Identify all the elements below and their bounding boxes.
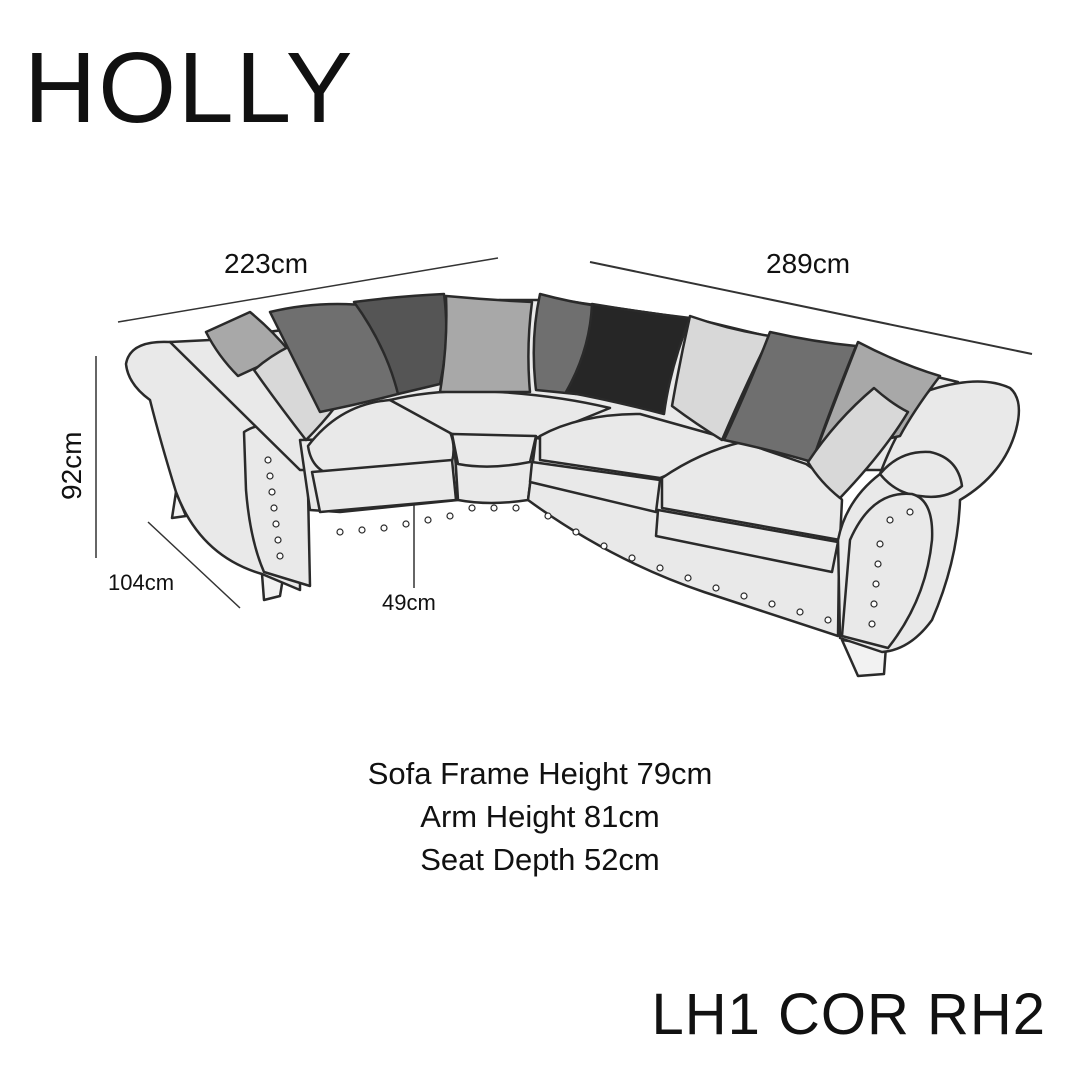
stud [446, 512, 454, 520]
stud [824, 616, 832, 624]
cushion-back-5-dark [564, 302, 692, 416]
configuration-code: LH1 COR RH2 [651, 982, 1046, 1047]
stud [276, 552, 284, 560]
stud [768, 600, 776, 608]
stud [274, 536, 282, 544]
stud [876, 540, 884, 548]
cushion-back-6 [670, 314, 772, 442]
stud [544, 512, 552, 520]
stud [712, 584, 720, 592]
stud [268, 488, 276, 496]
right-arm-front [840, 492, 934, 650]
product-title: HOLLY [24, 32, 355, 144]
right-width-label: 289cm [766, 248, 851, 279]
right-width-dimension-line [589, 261, 1033, 355]
stud [270, 504, 278, 512]
stud [266, 472, 274, 480]
stud [572, 528, 580, 536]
cushion-right-front [806, 386, 910, 500]
stud [886, 516, 894, 524]
stud [402, 520, 410, 528]
cushion-back-3 [438, 294, 534, 394]
stud [868, 620, 876, 628]
stud [380, 524, 388, 532]
stud [684, 574, 692, 582]
stud [740, 592, 748, 600]
left-width-label: 223cm [224, 248, 309, 279]
stud [512, 504, 520, 512]
spec-seat-depth: Seat Depth 52cm [420, 842, 660, 877]
stud [628, 554, 636, 562]
seat-cushion-left-front [310, 458, 458, 514]
seat-cushion-right-front [654, 508, 840, 574]
specifications: Sofa Frame Height 79cm Arm Height 81cm S… [0, 752, 1080, 881]
seat-height-label: 49cm [382, 590, 436, 615]
left-width-dimension-line [117, 257, 499, 323]
depth-dimension-line [147, 521, 241, 609]
seat-cushion-corner-front [450, 432, 538, 468]
stud [872, 580, 880, 588]
stud [906, 508, 914, 516]
stud [796, 608, 804, 616]
seat-cushion-middle-front [528, 460, 662, 514]
stud [264, 456, 272, 464]
stud [656, 564, 664, 572]
stud [358, 526, 366, 534]
depth-label: 104cm [108, 570, 175, 595]
spec-arm-height: Arm Height 81cm [420, 799, 660, 834]
stud [600, 542, 608, 550]
stud [490, 504, 498, 512]
stud [870, 600, 878, 608]
stud [336, 528, 344, 536]
spec-frame-height: Sofa Frame Height 79cm [367, 756, 713, 791]
stud [468, 504, 476, 512]
stud [272, 520, 280, 528]
stud [874, 560, 882, 568]
stud [424, 516, 432, 524]
